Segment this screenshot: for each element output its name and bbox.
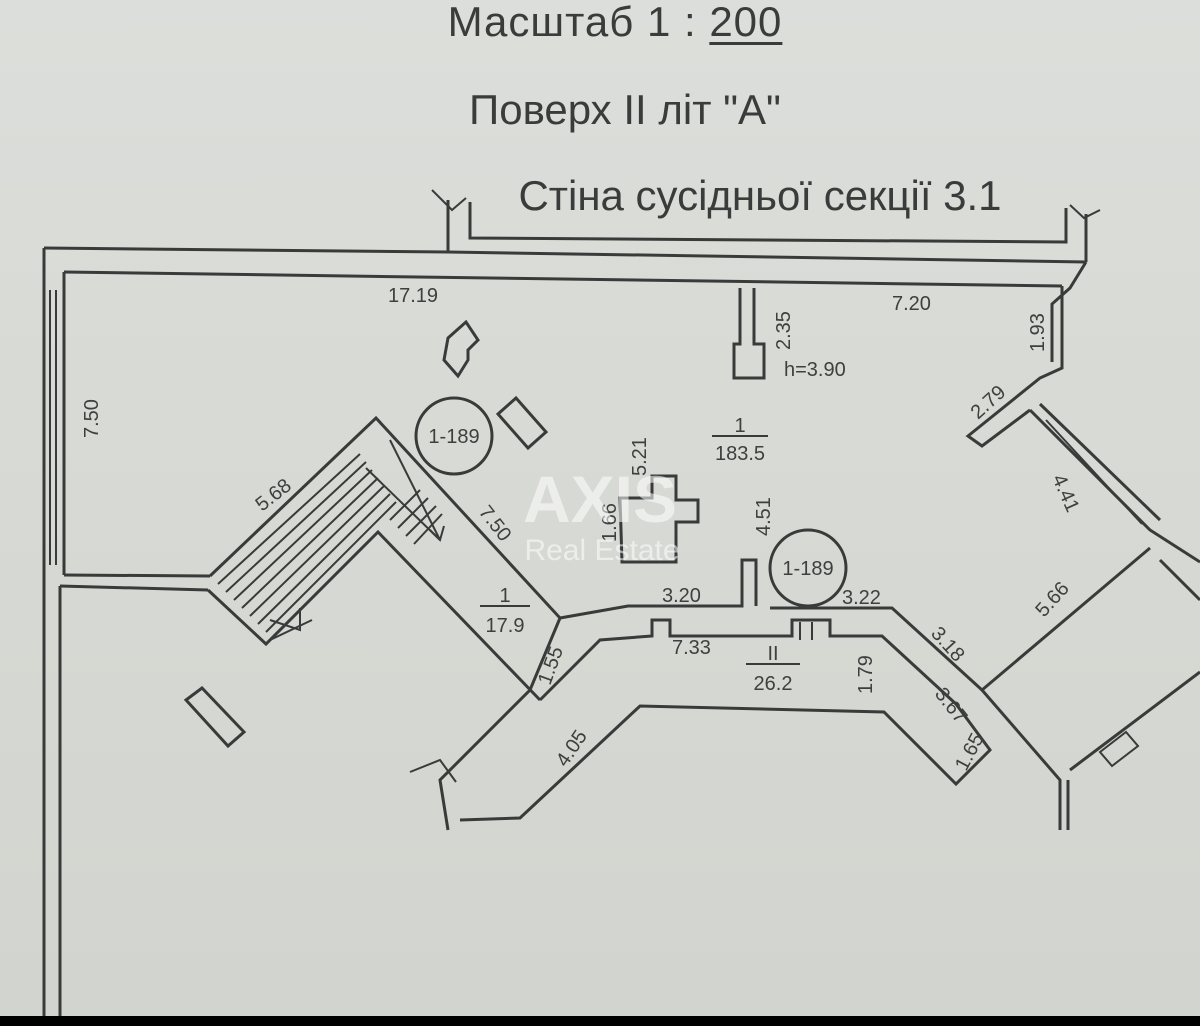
dim-left-side: 7.50 (81, 399, 103, 438)
room-3-number: II (767, 643, 778, 665)
dim-corridor-left: 3.20 (662, 585, 701, 607)
floor-title: Поверх II літ "А" (469, 86, 781, 133)
right-window (1045, 419, 1143, 525)
break-mark-left (431, 189, 467, 212)
room-2-area: 17.9 (486, 615, 525, 637)
break-mark-right (1069, 204, 1101, 220)
inner-wall-left-bottom (59, 573, 211, 592)
dim-niche-top: 2.35 (773, 311, 795, 350)
stair-direction (389, 439, 445, 542)
dim-corridor-diag-3: 1.65 (951, 730, 989, 775)
room-1-number: 1 (734, 415, 745, 437)
height-note: h=3.90 (784, 359, 846, 381)
column-circle-1 (414, 396, 494, 476)
column-label-2: 1-189 (782, 558, 833, 580)
dim-stair-diag: 7.50 (474, 502, 515, 546)
center-pillar (618, 474, 700, 564)
outer-wall-left (42, 248, 66, 1016)
right-door (1098, 730, 1140, 768)
dim-right-lower: 5.66 (1031, 578, 1073, 622)
column-label-1: 1-189 (428, 426, 479, 448)
dim-right-short: 1.93 (1027, 313, 1049, 352)
stair-outline (206, 415, 562, 831)
dim-corridor-height: 1.79 (855, 655, 877, 694)
dim-center-vertical: 5.21 (629, 437, 651, 476)
corridor-door (799, 622, 813, 640)
scale-label: Масштаб (447, 0, 635, 45)
dim-column-height: 4.51 (753, 497, 775, 536)
scale-caption: Масштаб 1 : 200 (0, 0, 1200, 46)
room-3-area: 26.2 (754, 673, 793, 695)
watermark-brand: AXIS (523, 462, 677, 536)
neighbor-wall-caption: Стіна сусідньої секції 3.1 (518, 172, 1002, 219)
dim-right-diag: 2.79 (967, 381, 1011, 423)
dim-corridor-left-diag: 4.05 (552, 726, 592, 771)
dim-stair-width: 5.68 (252, 475, 296, 516)
furniture-mid (495, 395, 549, 451)
outer-wall-right-diag (1028, 402, 1200, 564)
dim-corridor-right: 3.22 (842, 587, 881, 609)
neighbor-wall-outline (446, 200, 1088, 262)
dim-top-right: 7.20 (892, 293, 931, 315)
dim-top-left: 17.19 (388, 285, 438, 307)
scale-value: 200 (709, 0, 783, 45)
column-circle-2 (768, 528, 848, 608)
stair-arrow (269, 608, 313, 641)
outer-wall-top (43, 246, 1087, 288)
corridor-walls (459, 558, 992, 822)
left-entry-door (409, 758, 457, 783)
dim-stair-small: 1.55 (534, 644, 568, 688)
dim-right-window: 4.41 (1047, 471, 1083, 516)
bottom-border (0, 1016, 1200, 1026)
room-1-area: 183.5 (715, 443, 765, 465)
right-room-walls (979, 546, 1200, 830)
dim-corridor-diag-2: 3.67 (930, 684, 971, 728)
room-2-number: 1 (499, 585, 510, 607)
outer-wall-right-upper (965, 261, 1088, 448)
stair-treads (217, 453, 443, 633)
dim-corridor-length: 7.33 (672, 637, 711, 659)
dim-center-short: 1.66 (599, 503, 621, 542)
furniture-left (442, 319, 480, 379)
furniture-bottom (183, 686, 247, 749)
column-post-top (732, 288, 766, 380)
scale-ratio: 1 : (646, 0, 697, 45)
watermark-sub: Real Estate (524, 534, 679, 567)
